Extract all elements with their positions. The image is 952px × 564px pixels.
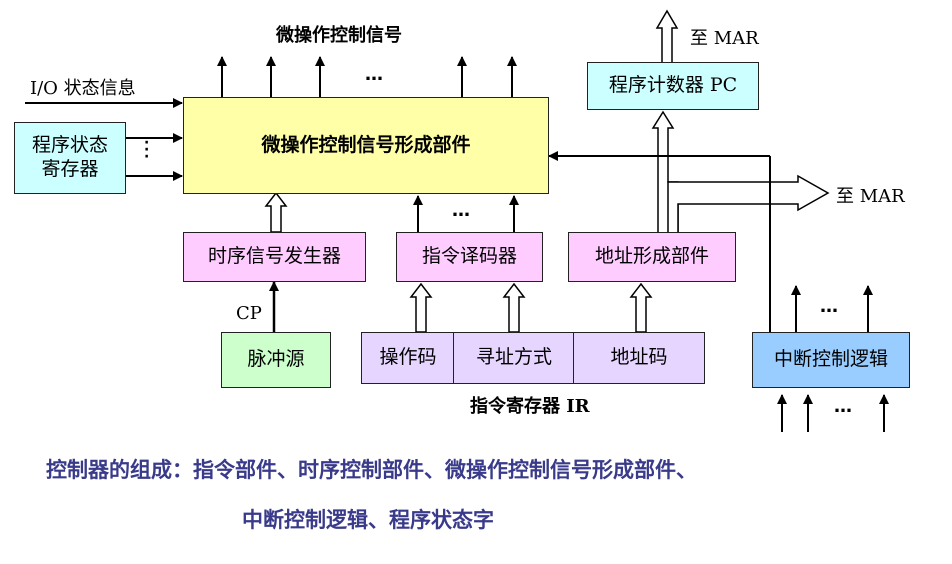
- io-status-label: I/O 状态信息: [30, 78, 136, 99]
- cp-label: CP: [236, 303, 262, 324]
- instruction-decoder-box: 指令译码器: [396, 232, 543, 282]
- interrupt-in-ellipsis: …: [834, 396, 854, 417]
- psw-register-box: 程序状态 寄存器: [14, 122, 126, 194]
- addr-hollow-arrow: [629, 282, 653, 333]
- ir-address-code-field: 地址码: [573, 332, 705, 384]
- top-ellipsis: …: [365, 64, 385, 85]
- ir-addressing-mode-field: 寻址方式: [453, 332, 575, 384]
- interrupt-control-box: 中断控制逻辑: [752, 332, 910, 388]
- psw-ellipsis: ···: [144, 135, 150, 165]
- timing-hollow-arrow: [264, 191, 288, 233]
- mar-right-label: 至 MAR: [836, 186, 905, 207]
- micro-op-signal-unit: 微操作控制信号形成部件: [183, 97, 549, 194]
- interrupt-out-ellipsis: …: [820, 296, 840, 317]
- ir-label: 指令寄存器 IR: [470, 396, 590, 417]
- mode-hollow-arrow: [502, 282, 526, 333]
- caption-line-1: 控制器的组成：指令部件、时序控制部件、微操作控制信号形成部件、: [46, 458, 697, 482]
- address-formation-box: 地址形成部件: [568, 232, 736, 282]
- caption-line-2: 中断控制逻辑、程序状态字: [242, 508, 494, 532]
- opcode-hollow-arrow: [409, 282, 433, 333]
- mar-top-label: 至 MAR: [690, 28, 759, 49]
- ir-opcode-field: 操作码: [361, 332, 455, 384]
- program-counter-box: 程序计数器 PC: [587, 62, 759, 110]
- top-signal-label: 微操作控制信号: [276, 25, 402, 46]
- timing-generator-box: 时序信号发生器: [183, 232, 366, 282]
- pulse-source-box: 脉冲源: [221, 332, 331, 388]
- decoder-ellipsis: …: [452, 200, 472, 221]
- to-mar-hollow-arrow: [667, 174, 830, 234]
